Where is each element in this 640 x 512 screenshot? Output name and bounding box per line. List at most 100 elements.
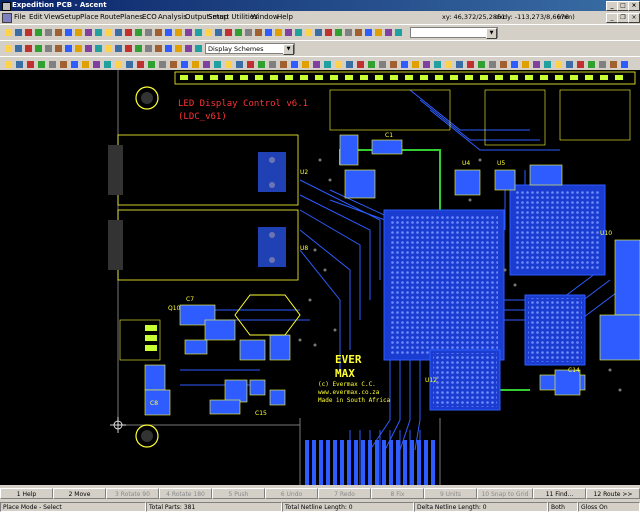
fkey-fix[interactable]: 8 Fix xyxy=(371,488,424,499)
standard-tool-icon[interactable] xyxy=(23,27,34,38)
route-tool-icon[interactable] xyxy=(245,59,256,70)
route-tool-icon[interactable] xyxy=(520,59,531,70)
route-tool-icon[interactable] xyxy=(267,59,278,70)
view-tool-icon[interactable] xyxy=(3,43,14,54)
standard-tool-icon[interactable] xyxy=(93,27,104,38)
route-tool-icon[interactable] xyxy=(509,59,520,70)
fkey-undo[interactable]: 6 Undo xyxy=(265,488,318,499)
standard-tool-icon[interactable] xyxy=(173,27,184,38)
route-tool-icon[interactable] xyxy=(311,59,322,70)
standard-tool-icon[interactable] xyxy=(393,27,404,38)
standard-tool-icon[interactable] xyxy=(283,27,294,38)
route-tool-icon[interactable] xyxy=(124,59,135,70)
route-tool-icon[interactable] xyxy=(421,59,432,70)
document-icon[interactable] xyxy=(2,13,12,23)
route-tool-icon[interactable] xyxy=(454,59,465,70)
chevron-down-icon[interactable]: ▼ xyxy=(486,28,497,39)
standard-tool-icon[interactable] xyxy=(73,27,84,38)
route-tool-icon[interactable] xyxy=(69,59,80,70)
standard-tool-icon[interactable] xyxy=(163,27,174,38)
menu-help[interactable]: Help xyxy=(277,13,293,21)
menu-planes[interactable]: Planes xyxy=(120,13,143,21)
route-tool-icon[interactable] xyxy=(135,59,146,70)
route-tool-icon[interactable] xyxy=(465,59,476,70)
standard-tool-icon[interactable] xyxy=(213,27,224,38)
route-tool-icon[interactable] xyxy=(586,59,597,70)
standard-tool-icon[interactable] xyxy=(3,27,14,38)
standard-tool-icon[interactable] xyxy=(63,27,74,38)
standard-tool-icon[interactable] xyxy=(303,27,314,38)
route-tool-icon[interactable] xyxy=(278,59,289,70)
route-tool-icon[interactable] xyxy=(377,59,388,70)
route-tool-icon[interactable] xyxy=(91,59,102,70)
standard-tool-icon[interactable] xyxy=(343,27,354,38)
route-tool-icon[interactable] xyxy=(223,59,234,70)
standard-tool-icon[interactable] xyxy=(43,27,54,38)
route-tool-icon[interactable] xyxy=(388,59,399,70)
route-tool-icon[interactable] xyxy=(410,59,421,70)
route-tool-icon[interactable] xyxy=(190,59,201,70)
view-tool-icon[interactable] xyxy=(183,43,194,54)
display-schemes-combo[interactable]: Display Schemes ▼ xyxy=(205,43,295,55)
fkey-push[interactable]: 5 Push xyxy=(212,488,265,499)
route-tool-icon[interactable] xyxy=(179,59,190,70)
standard-tool-icon[interactable] xyxy=(103,27,114,38)
standard-tool-icon[interactable] xyxy=(373,27,384,38)
route-tool-icon[interactable] xyxy=(146,59,157,70)
route-tool-icon[interactable] xyxy=(36,59,47,70)
route-tool-icon[interactable] xyxy=(333,59,344,70)
route-tool-icon[interactable] xyxy=(399,59,410,70)
route-tool-icon[interactable] xyxy=(102,59,113,70)
route-tool-icon[interactable] xyxy=(14,59,25,70)
standard-tool-icon[interactable] xyxy=(223,27,234,38)
menu-route[interactable]: Route xyxy=(100,13,121,21)
doc-close-button[interactable]: × xyxy=(628,13,640,23)
standard-tool-icon[interactable] xyxy=(83,27,94,38)
route-tool-icon[interactable] xyxy=(300,59,311,70)
fkey-snap-to-grid[interactable]: 10 Snap to Grid xyxy=(477,488,533,499)
standard-tool-icon[interactable] xyxy=(133,27,144,38)
command-combo[interactable]: ▼ xyxy=(410,27,498,39)
menu-setup[interactable]: Setup xyxy=(60,13,81,21)
view-tool-icon[interactable] xyxy=(13,43,24,54)
standard-tool-icon[interactable] xyxy=(383,27,394,38)
menu-smart-utilities[interactable]: Smart Utilities xyxy=(208,13,258,21)
standard-tool-icon[interactable] xyxy=(323,27,334,38)
menu-eco[interactable]: ECO xyxy=(142,13,157,21)
route-tool-icon[interactable] xyxy=(476,59,487,70)
pcb-canvas[interactable]: LED Display Control v6.1 (LDC_v61) EVER … xyxy=(0,70,640,485)
route-tool-icon[interactable] xyxy=(531,59,542,70)
menu-edit[interactable]: Edit xyxy=(29,13,43,21)
fkey-redo[interactable]: 7 Redo xyxy=(318,488,371,499)
route-tool-icon[interactable] xyxy=(564,59,575,70)
route-tool-icon[interactable] xyxy=(432,59,443,70)
standard-tool-icon[interactable] xyxy=(293,27,304,38)
view-tool-icon[interactable] xyxy=(143,43,154,54)
route-tool-icon[interactable] xyxy=(47,59,58,70)
menu-setup-2[interactable]: Setup xyxy=(208,13,229,21)
view-tool-icon[interactable] xyxy=(93,43,104,54)
standard-tool-icon[interactable] xyxy=(123,27,134,38)
view-tool-icon[interactable] xyxy=(83,43,94,54)
route-tool-icon[interactable] xyxy=(443,59,454,70)
standard-tool-icon[interactable] xyxy=(363,27,374,38)
standard-tool-icon[interactable] xyxy=(353,27,364,38)
view-tool-icon[interactable] xyxy=(113,43,124,54)
standard-tool-icon[interactable] xyxy=(183,27,194,38)
pcb-layout[interactable]: LED Display Control v6.1 (LDC_v61) EVER … xyxy=(0,70,640,485)
standard-tool-icon[interactable] xyxy=(53,27,64,38)
view-tool-icon[interactable] xyxy=(103,43,114,54)
menu-view[interactable]: View xyxy=(44,13,61,21)
route-tool-icon[interactable] xyxy=(168,59,179,70)
fkey-rotate-90[interactable]: 3 Rotate 90 xyxy=(106,488,159,499)
route-tool-icon[interactable] xyxy=(498,59,509,70)
view-tool-icon[interactable] xyxy=(63,43,74,54)
route-tool-icon[interactable] xyxy=(597,59,608,70)
standard-tool-icon[interactable] xyxy=(253,27,264,38)
view-tool-icon[interactable] xyxy=(23,43,34,54)
standard-tool-icon[interactable] xyxy=(263,27,274,38)
route-tool-icon[interactable] xyxy=(212,59,223,70)
route-tool-icon[interactable] xyxy=(355,59,366,70)
fkey-rotate-180[interactable]: 4 Rotate 180 xyxy=(159,488,212,499)
route-tool-icon[interactable] xyxy=(344,59,355,70)
